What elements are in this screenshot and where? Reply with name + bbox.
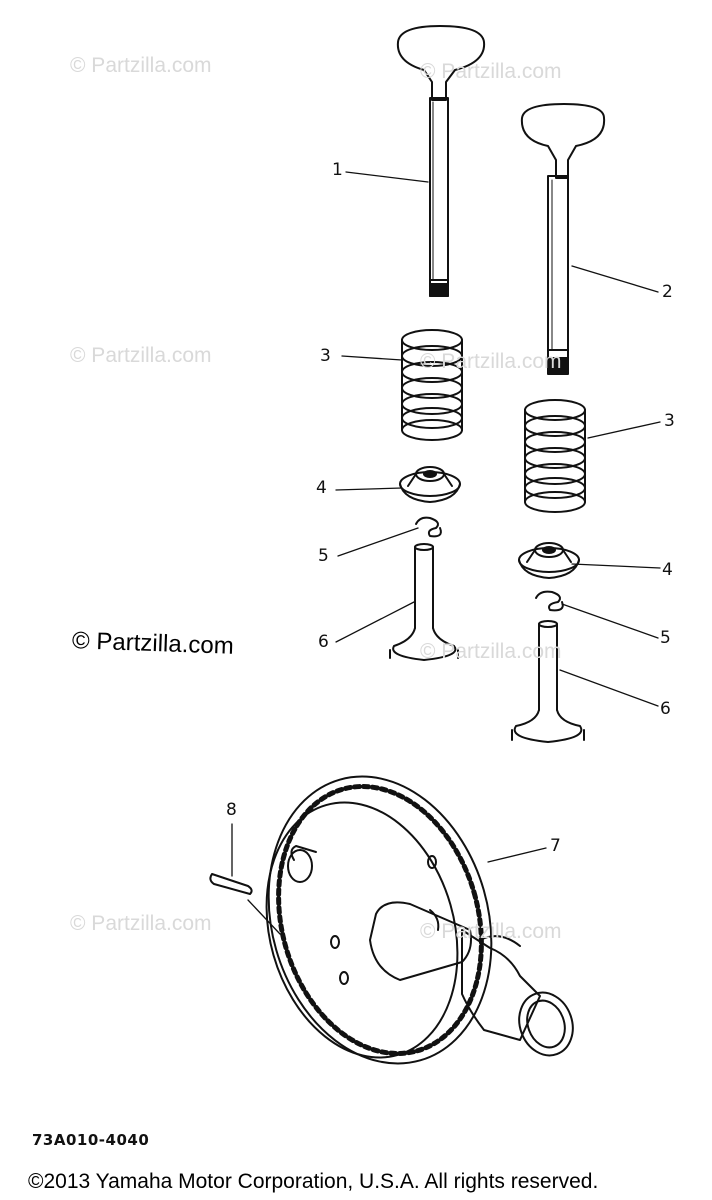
callout-8: 8 bbox=[226, 800, 237, 820]
valve-1 bbox=[398, 26, 484, 296]
callout-4: 4 bbox=[316, 478, 327, 498]
callout-6: 6 bbox=[318, 632, 329, 652]
watermark: © Partzilla.com bbox=[70, 344, 212, 367]
watermark: © Partzilla.com bbox=[420, 60, 562, 83]
valve-spring-right bbox=[525, 400, 585, 512]
callout-1: 1 bbox=[332, 160, 343, 180]
valve-guide-right bbox=[512, 621, 584, 742]
callout-7: 7 bbox=[550, 836, 561, 856]
spring-retainer-right bbox=[519, 543, 579, 578]
diagram-code: 73A010-4040 bbox=[32, 1131, 150, 1149]
valve-guide-left bbox=[390, 544, 458, 660]
callout-4: 4 bbox=[662, 560, 673, 580]
dowel-pin bbox=[210, 874, 251, 894]
copyright-text: ©2013 Yamaha Motor Corporation, U.S.A. A… bbox=[28, 1170, 599, 1193]
camshaft-gear bbox=[236, 750, 524, 1090]
camshaft bbox=[370, 902, 581, 1063]
callout-5: 5 bbox=[318, 546, 329, 566]
watermark: © Partzilla.com bbox=[70, 54, 212, 77]
valve-2 bbox=[522, 104, 604, 374]
spring-retainer-left bbox=[400, 467, 460, 502]
valve-collet-right bbox=[536, 592, 563, 611]
callout-3: 3 bbox=[320, 346, 331, 366]
watermark: © Partzilla.com bbox=[420, 920, 562, 943]
callout-6: 6 bbox=[660, 699, 671, 719]
watermark: © Partzilla.com bbox=[420, 640, 562, 663]
watermark: © Partzilla.com bbox=[70, 912, 212, 935]
watermark-strong: © Partzilla.com bbox=[71, 627, 235, 660]
leader-lines bbox=[232, 172, 660, 934]
callout-2: 2 bbox=[662, 282, 673, 302]
watermark: © Partzilla.com bbox=[420, 350, 562, 373]
callout-5: 5 bbox=[660, 628, 671, 648]
valve-collet-left bbox=[416, 518, 441, 537]
callout-3: 3 bbox=[664, 411, 675, 431]
valve-spring-left bbox=[402, 330, 462, 440]
